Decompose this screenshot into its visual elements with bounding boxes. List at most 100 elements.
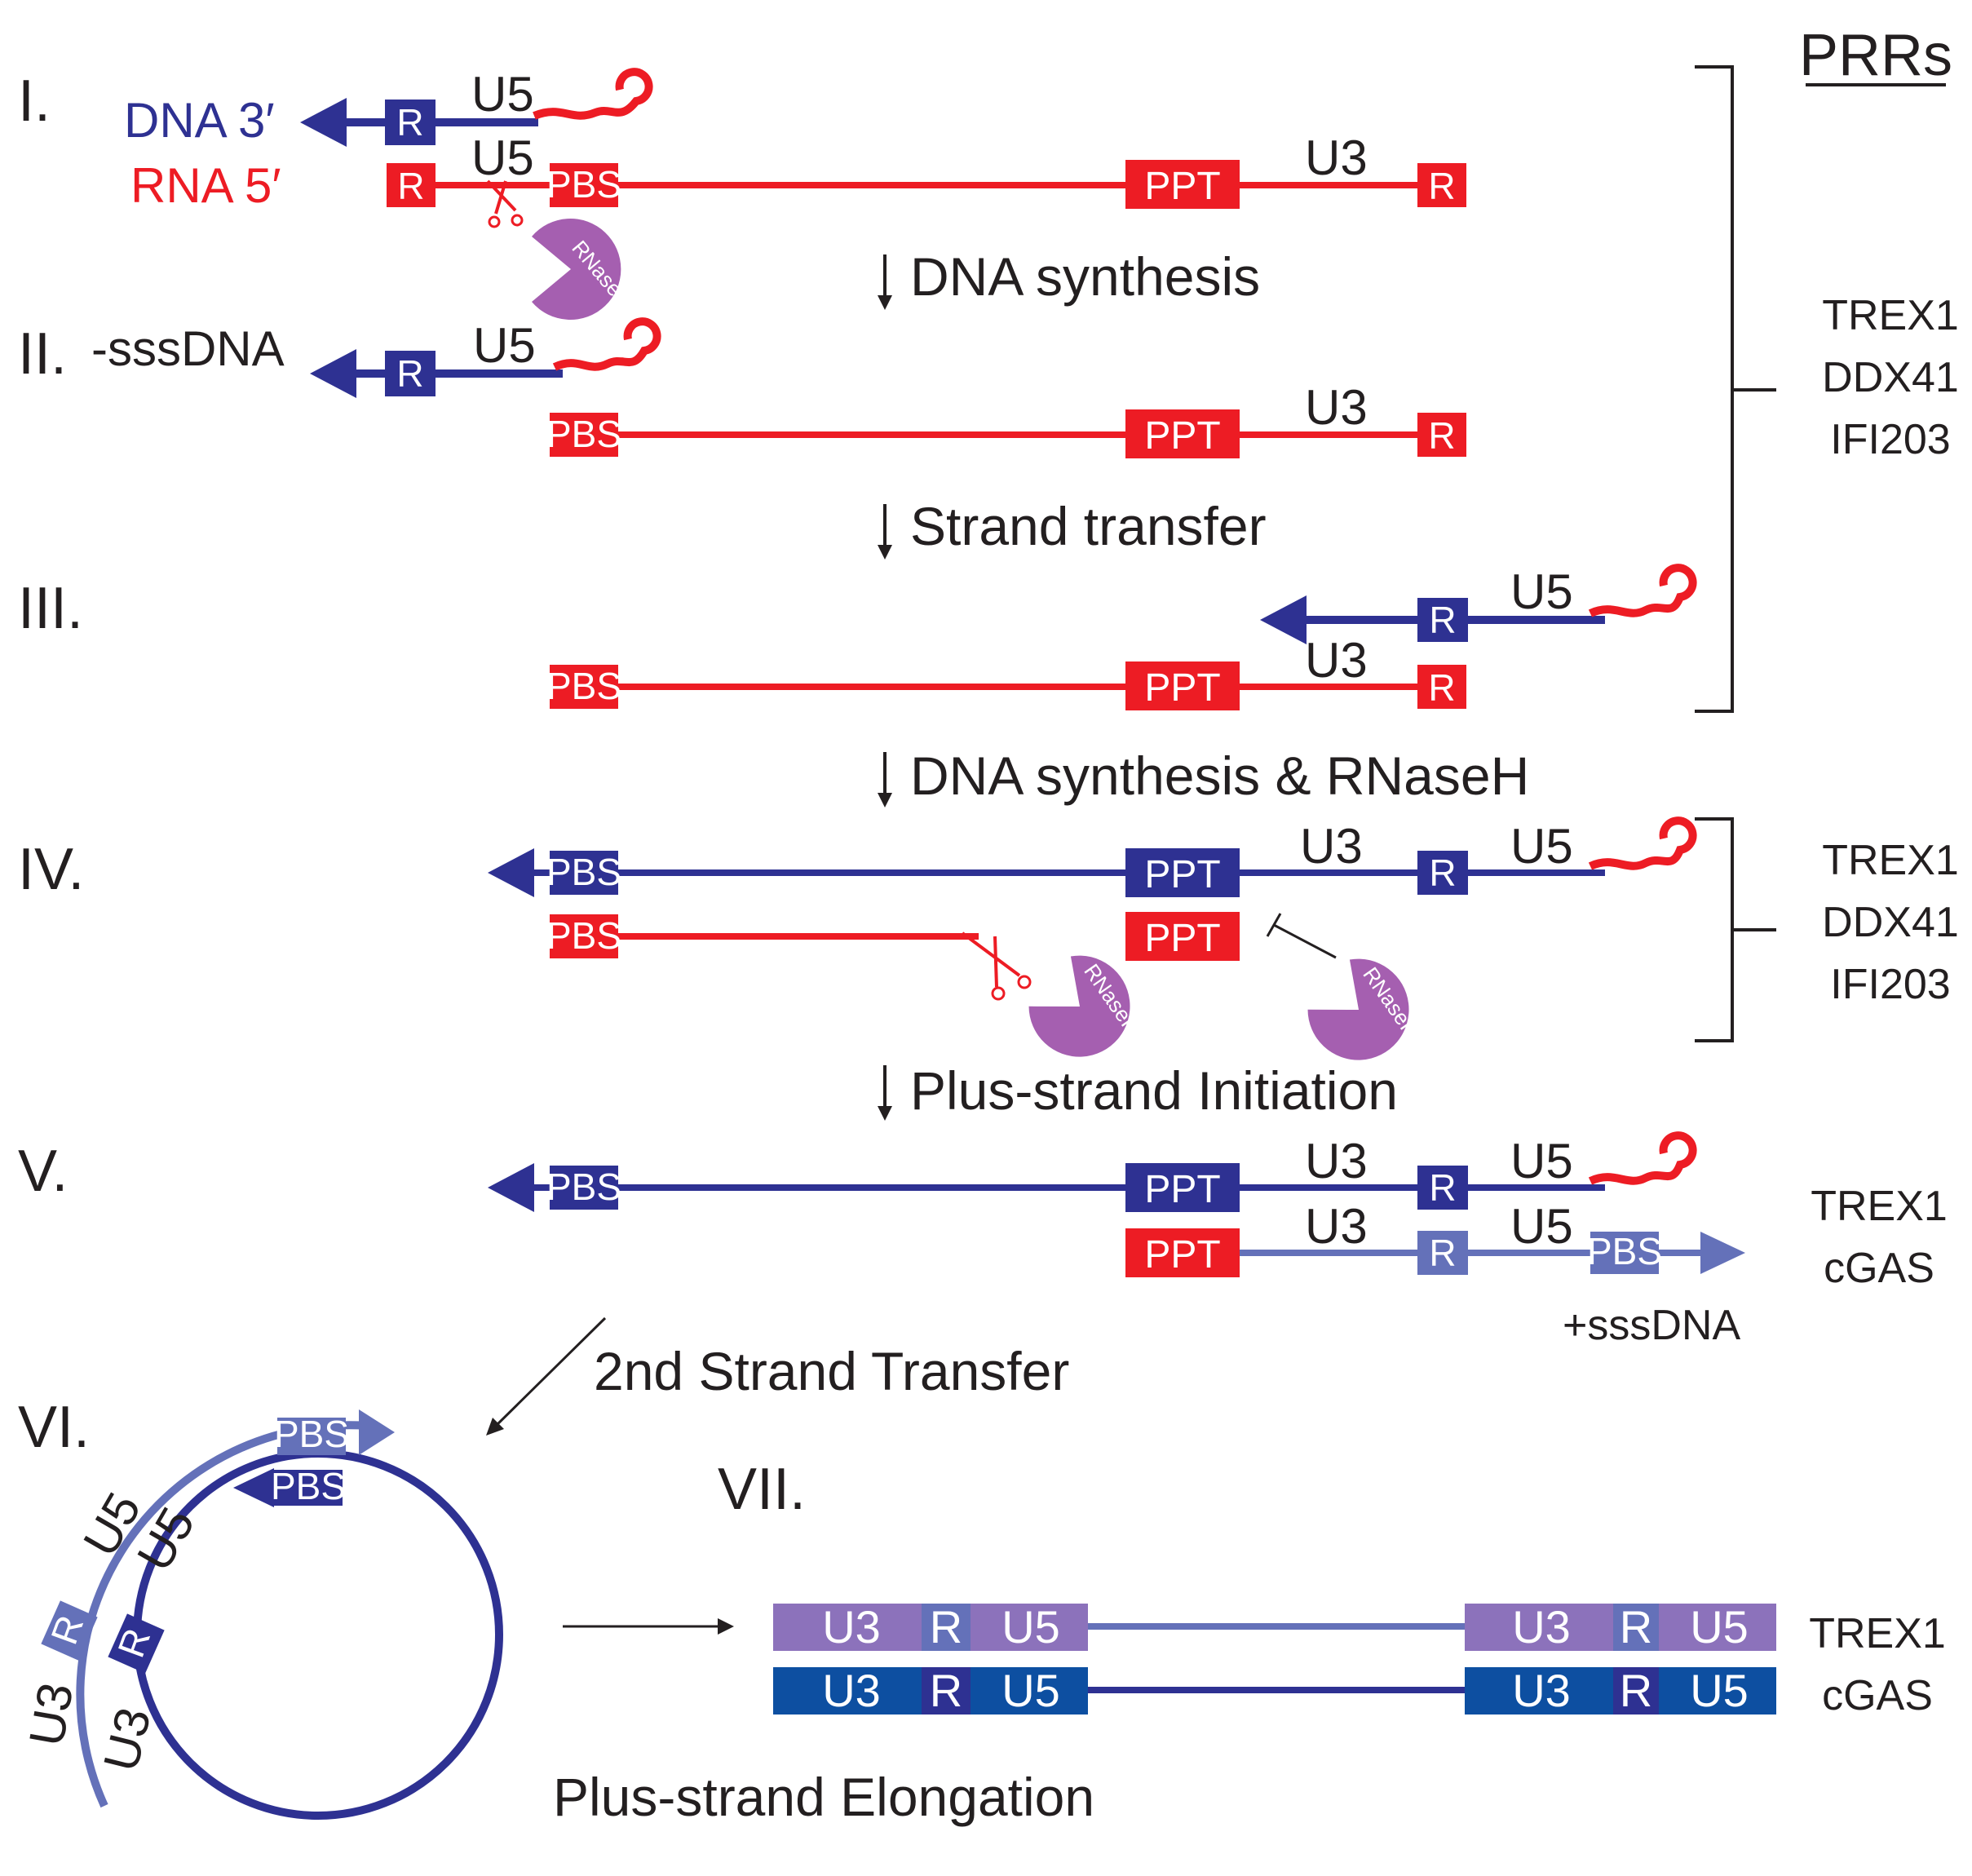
plus-sssdna-label: +sssDNA — [1563, 1302, 1740, 1349]
pbs-box-label: PBS — [546, 665, 621, 707]
sensor-ifi203: IFI203 — [1830, 416, 1950, 463]
proviral-dna-top-strand: U3 R U5 U3 R U5 — [773, 1601, 1776, 1653]
trna-primer-icon — [552, 317, 661, 371]
ppt-box-label: PPT — [1144, 414, 1220, 458]
u5-label: U5 — [1510, 819, 1573, 874]
minus-dna-strand-stage-2: R — [310, 349, 563, 398]
u5-label: U5 — [1510, 1199, 1573, 1254]
ppt-box-label: PPT — [1144, 1168, 1220, 1211]
pbs-box-label: PBS — [271, 1465, 346, 1507]
diagonal-arrow-icon — [486, 1316, 607, 1436]
u3-label: U3 — [1305, 131, 1368, 185]
proviral-dna-bottom-strand: U3 R U5 U3 R U5 — [773, 1665, 1776, 1716]
u3-label: U3 — [1305, 1134, 1368, 1188]
ppt-box-label: PPT — [1144, 666, 1220, 710]
r-box-label: R — [396, 101, 423, 144]
ppt-box-label: PPT — [1144, 853, 1220, 896]
u3-segment-label: U3 — [1512, 1601, 1571, 1653]
stage-5-label: V. — [18, 1139, 68, 1204]
minus-dna-strand-stage-1: R — [300, 98, 538, 147]
r-segment-label: R — [930, 1601, 962, 1653]
u5-label: U5 — [471, 67, 534, 122]
stage-6-label: VI. — [18, 1395, 90, 1460]
u3-label: U3 — [1305, 380, 1368, 435]
rna-fragment-stage-4: PBS PPT — [546, 912, 1240, 961]
r-box-label: R — [1429, 852, 1456, 894]
minus-dna-strand-stage-4: PBS PPT R — [488, 848, 1605, 897]
trna-primer-icon — [1588, 816, 1697, 870]
rna-genome-stage-3: PBS PPT R — [546, 661, 1466, 710]
r-box-label: R — [1428, 165, 1455, 207]
minus-dna-strand-stage-3: R — [1260, 595, 1605, 644]
ppt-box-label: PPT — [1144, 917, 1220, 960]
pbs-box-label: PBS — [546, 163, 621, 206]
stage-2-label: II. — [18, 321, 67, 387]
prrs-heading: PRRs — [1799, 23, 1952, 88]
inhibition-icon — [1266, 913, 1337, 959]
step-strand-transfer: Strand transfer — [910, 496, 1267, 556]
r-segment-label: R — [1620, 1665, 1652, 1716]
step-plus-strand-elongation: Plus-strand Elongation — [553, 1767, 1094, 1827]
scissors-icon — [961, 931, 1032, 1001]
u5-segment-label: U5 — [1001, 1665, 1060, 1716]
sensor-ddx41: DDX41 — [1822, 354, 1959, 401]
stage-3-label: III. — [18, 576, 83, 641]
r-box-label: R — [1429, 1166, 1456, 1209]
stage-4-label: IV. — [18, 837, 84, 902]
prr-bracket-1 — [1695, 65, 1776, 713]
minus-dna-strand-stage-5: PBS PPT R — [488, 1163, 1605, 1212]
u3-label: U3 — [1305, 1199, 1368, 1254]
r-box-label: R — [1428, 414, 1455, 457]
u5-label: U5 — [471, 131, 534, 185]
sensor-cgas: cGAS — [1824, 1245, 1934, 1292]
ppt-box-label: PPT — [1144, 1233, 1220, 1276]
stage-7-label: VII. — [718, 1457, 806, 1522]
ppt-box-label: PPT — [1144, 165, 1220, 208]
u5-segment-label: U5 — [1690, 1601, 1749, 1653]
u5-segment-label: U5 — [1690, 1665, 1749, 1716]
step-dna-synthesis: DNA synthesis — [910, 246, 1260, 307]
r-box-label: R — [1429, 599, 1456, 641]
u3-label: U3 — [1300, 819, 1363, 874]
pbs-box-label: PBS — [1587, 1230, 1662, 1272]
sensor-ddx41: DDX41 — [1822, 899, 1959, 946]
stage-1-label: I. — [18, 69, 51, 134]
pbs-box-label: PBS — [274, 1413, 349, 1455]
circular-intermediate: PBS PBS R R — [41, 1409, 503, 1820]
trna-primer-icon — [533, 68, 653, 120]
down-arrow-icon — [878, 504, 892, 560]
u3-segment-label: U3 — [1512, 1665, 1571, 1716]
r-segment-label: R — [1620, 1601, 1652, 1653]
down-arrow-icon — [878, 254, 892, 310]
scissors-icon — [486, 179, 524, 228]
right-arrow-icon — [563, 1618, 734, 1635]
u3-label: U3 — [1305, 633, 1368, 688]
trna-primer-icon — [1588, 564, 1697, 617]
u3-label: U3 — [93, 1702, 161, 1776]
prr-bracket-2 — [1695, 817, 1776, 1042]
sensor-trex1: TREX1 — [1809, 1610, 1946, 1657]
u3-segment-label: U3 — [822, 1601, 881, 1653]
step-plus-strand-initiation: Plus-strand Initiation — [910, 1060, 1398, 1121]
u5-label: U5 — [1510, 1134, 1573, 1188]
down-arrow-icon — [878, 752, 892, 807]
plus-dna-strand-stage-5: PPT R PBS — [1125, 1228, 1745, 1277]
r-box-label: R — [1429, 1232, 1456, 1274]
step-second-strand-transfer: 2nd Strand Transfer — [594, 1341, 1069, 1401]
r-box-label: R — [397, 165, 424, 207]
u5-label: U5 — [1510, 564, 1573, 619]
pbs-box-label: PBS — [546, 1166, 621, 1208]
step-dna-synthesis-rnaseh: DNA synthesis & RNaseH — [910, 746, 1529, 806]
rna-genome-stage-1: R PBS PPT R — [387, 160, 1466, 209]
sensor-cgas: cGAS — [1822, 1672, 1933, 1719]
dna-3-prime-label: DNA 3′ — [124, 93, 275, 148]
down-arrow-icon — [878, 1065, 892, 1121]
minus-sssdna-label: -sssDNA — [91, 321, 285, 376]
pbs-box-label: PBS — [546, 914, 621, 957]
sensor-trex1: TREX1 — [1822, 837, 1959, 884]
u5-label: U5 — [473, 318, 536, 373]
r-box-label: R — [396, 352, 423, 395]
sensor-ifi203: IFI203 — [1830, 961, 1950, 1008]
pbs-box-label: PBS — [546, 413, 621, 455]
r-box-label: R — [1428, 666, 1455, 709]
